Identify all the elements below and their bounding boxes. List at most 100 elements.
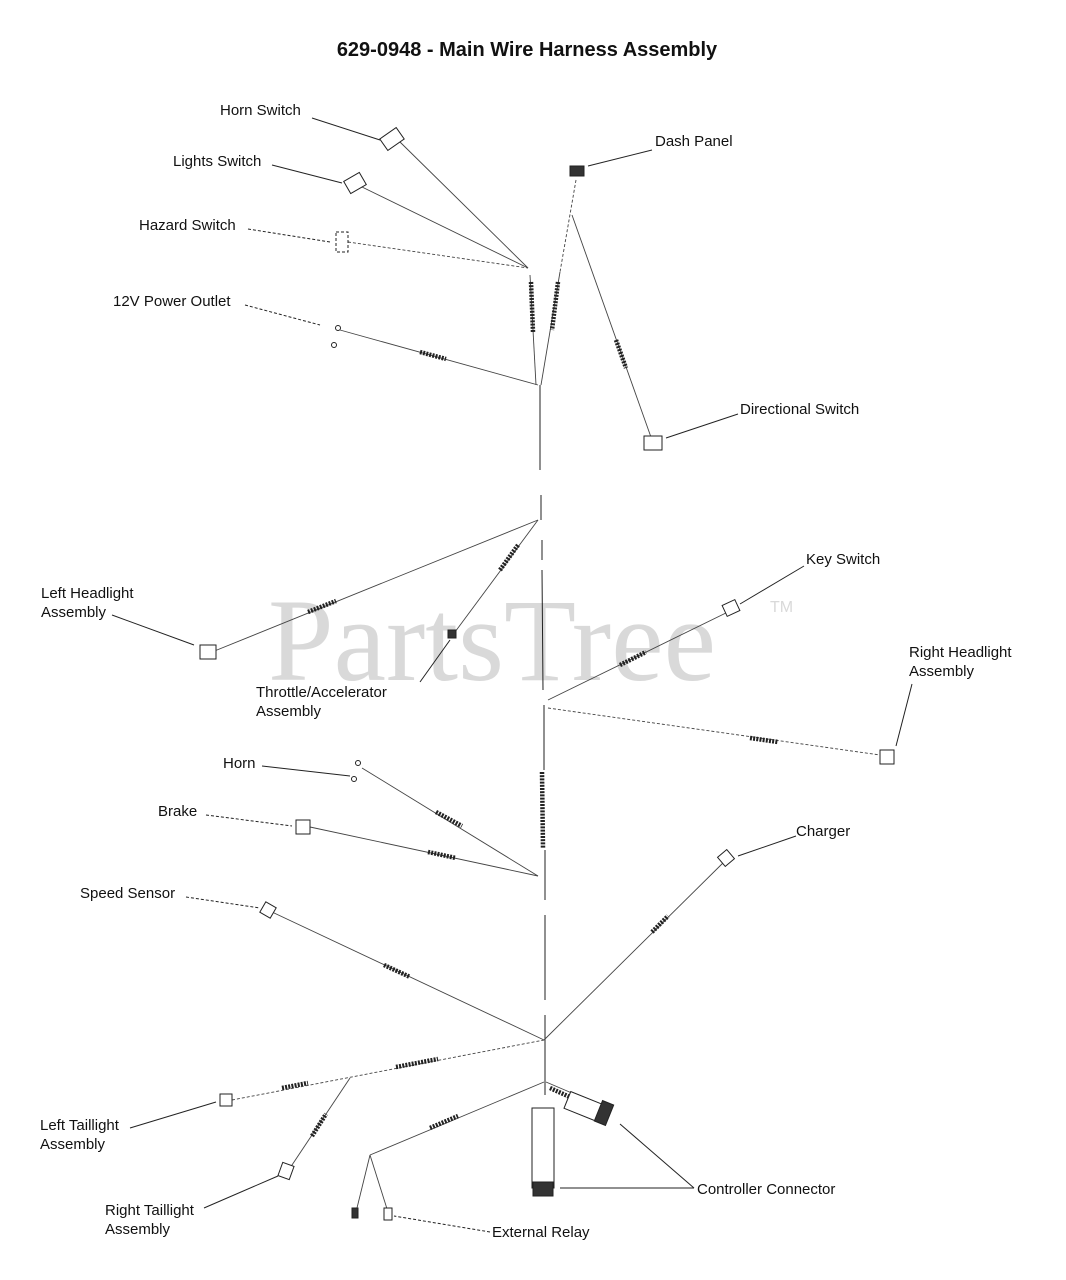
wire-charger: [543, 857, 729, 1041]
leader-right-headlight: [895, 683, 913, 747]
leader-speed-sensor: [185, 896, 261, 909]
label-right-headlight-line1: Right Headlight: [909, 644, 1012, 661]
label-left-headlight-line2: Assembly: [41, 604, 107, 621]
label-throttle-line1: Throttle/Accelerator: [256, 684, 387, 701]
diagram-title: 629-0948 - Main Wire Harness Assembly: [337, 39, 718, 61]
controller-side-plug: [593, 1099, 615, 1127]
label-right-taillight-line1: Right Taillight: [105, 1202, 195, 1219]
wire-left-headlight: [211, 519, 539, 653]
leader-directional-switch: [665, 413, 739, 439]
label-external-relay: External Relay: [492, 1224, 590, 1241]
label-horn-switch: Horn Switch: [220, 102, 301, 119]
sheath-right-headlight: [749, 735, 779, 745]
power-outlet-terminal-2: [331, 342, 337, 348]
label-controller-connector: Controller Connector: [697, 1181, 835, 1198]
wire-brake: [309, 826, 539, 877]
leader-right-taillight: [203, 1175, 279, 1209]
main-trunk-sheath: [539, 771, 546, 849]
sheath-upper-2: [549, 281, 561, 331]
leader-horn: [261, 765, 351, 777]
dash-panel-connector: [569, 165, 585, 177]
sheath-power-outlet: [419, 349, 447, 362]
relay-connector-2: [383, 1207, 393, 1221]
sheath-left-taillight-2: [395, 1056, 439, 1070]
horn-terminal-2: [351, 776, 357, 782]
leader-hazard-switch: [247, 228, 331, 243]
wire-dash-panel: [559, 179, 577, 273]
part-labels: Horn Switch Lights Switch Hazard Switch …: [40, 102, 1012, 1241]
label-key-switch: Key Switch: [806, 551, 880, 568]
leader-charger: [737, 835, 797, 857]
wire-right-taillight: [289, 1077, 351, 1169]
left-taillight-connector: [219, 1093, 233, 1107]
left-headlight-connector: [199, 644, 217, 660]
label-left-taillight-line2: Assembly: [40, 1136, 106, 1153]
charger-connector: [716, 848, 736, 868]
wire-right-headlight: [547, 707, 881, 756]
leader-brake: [205, 814, 293, 827]
leader-controller-connector-2: [619, 1123, 695, 1189]
leader-lights-switch: [271, 164, 343, 184]
connectors: [199, 126, 895, 1221]
label-power-outlet: 12V Power Outlet: [113, 293, 231, 310]
label-speed-sensor: Speed Sensor: [80, 885, 175, 902]
main-trunk-wire: [539, 385, 546, 1095]
lights-switch-connector: [343, 171, 367, 195]
sheath-speed-sensor: [383, 962, 411, 980]
sheath-key-switch: [618, 649, 648, 668]
label-dash-panel: Dash Panel: [655, 133, 733, 150]
label-lights-switch: Lights Switch: [173, 153, 261, 170]
horn-switch-connector: [379, 126, 405, 152]
hazard-switch-connector: [335, 231, 349, 253]
sheath-right-taillight: [310, 1112, 328, 1138]
leader-lines: [111, 117, 913, 1233]
wire-external-relay: [369, 1081, 545, 1156]
horn-terminal-1: [355, 760, 361, 766]
brake-connector: [295, 819, 311, 835]
right-headlight-connector: [879, 749, 895, 765]
right-taillight-connector: [277, 1161, 295, 1181]
leader-left-taillight: [129, 1101, 217, 1129]
leader-throttle: [419, 639, 451, 683]
label-left-headlight-line1: Left Headlight: [41, 585, 134, 602]
power-outlet-terminal-1: [335, 325, 341, 331]
wire-throttle: [454, 519, 539, 633]
wire-directional-switch: [571, 214, 653, 441]
wire-hazard-switch: [347, 241, 529, 269]
label-brake: Brake: [158, 803, 197, 820]
watermark-brand: PartsTree: [268, 575, 716, 706]
label-right-headlight-line2: Assembly: [909, 663, 975, 680]
leader-dash-panel: [587, 149, 653, 167]
label-charger: Charger: [796, 823, 850, 840]
wire-horn-switch: [399, 141, 529, 269]
leader-left-headlight: [111, 614, 195, 646]
label-directional-switch: Directional Switch: [740, 401, 859, 418]
watermark-trademark: TM: [770, 599, 793, 616]
relay-connector-1: [351, 1207, 359, 1219]
sheath-external-relay: [429, 1113, 459, 1131]
label-horn: Horn: [223, 755, 256, 772]
wire-lights-switch: [361, 186, 529, 269]
leader-horn-switch: [311, 117, 381, 141]
sheath-brake: [427, 849, 457, 861]
sheath-upper-1: [528, 281, 536, 333]
label-throttle-line2: Assembly: [256, 703, 322, 720]
leader-key-switch: [739, 565, 805, 605]
directional-switch-connector: [643, 435, 663, 451]
wire-relay-split-2: [369, 1154, 389, 1213]
sheath-horn: [434, 810, 464, 828]
sheath-throttle: [498, 543, 520, 572]
sheath-left-headlight: [307, 598, 337, 615]
label-left-taillight-line1: Left Taillight: [40, 1117, 120, 1134]
sheath-charger: [650, 914, 670, 934]
leader-external-relay: [393, 1215, 491, 1233]
wire-upper-bundle-right: [540, 271, 561, 386]
throttle-connector: [447, 629, 457, 639]
sheath-left-taillight-1: [281, 1080, 309, 1091]
wire-relay-split-1: [355, 1154, 371, 1213]
controller-connector-plug: [532, 1181, 554, 1197]
label-right-taillight-line2: Assembly: [105, 1221, 171, 1238]
leader-power-outlet: [244, 304, 321, 326]
sheath-directional: [613, 339, 629, 369]
